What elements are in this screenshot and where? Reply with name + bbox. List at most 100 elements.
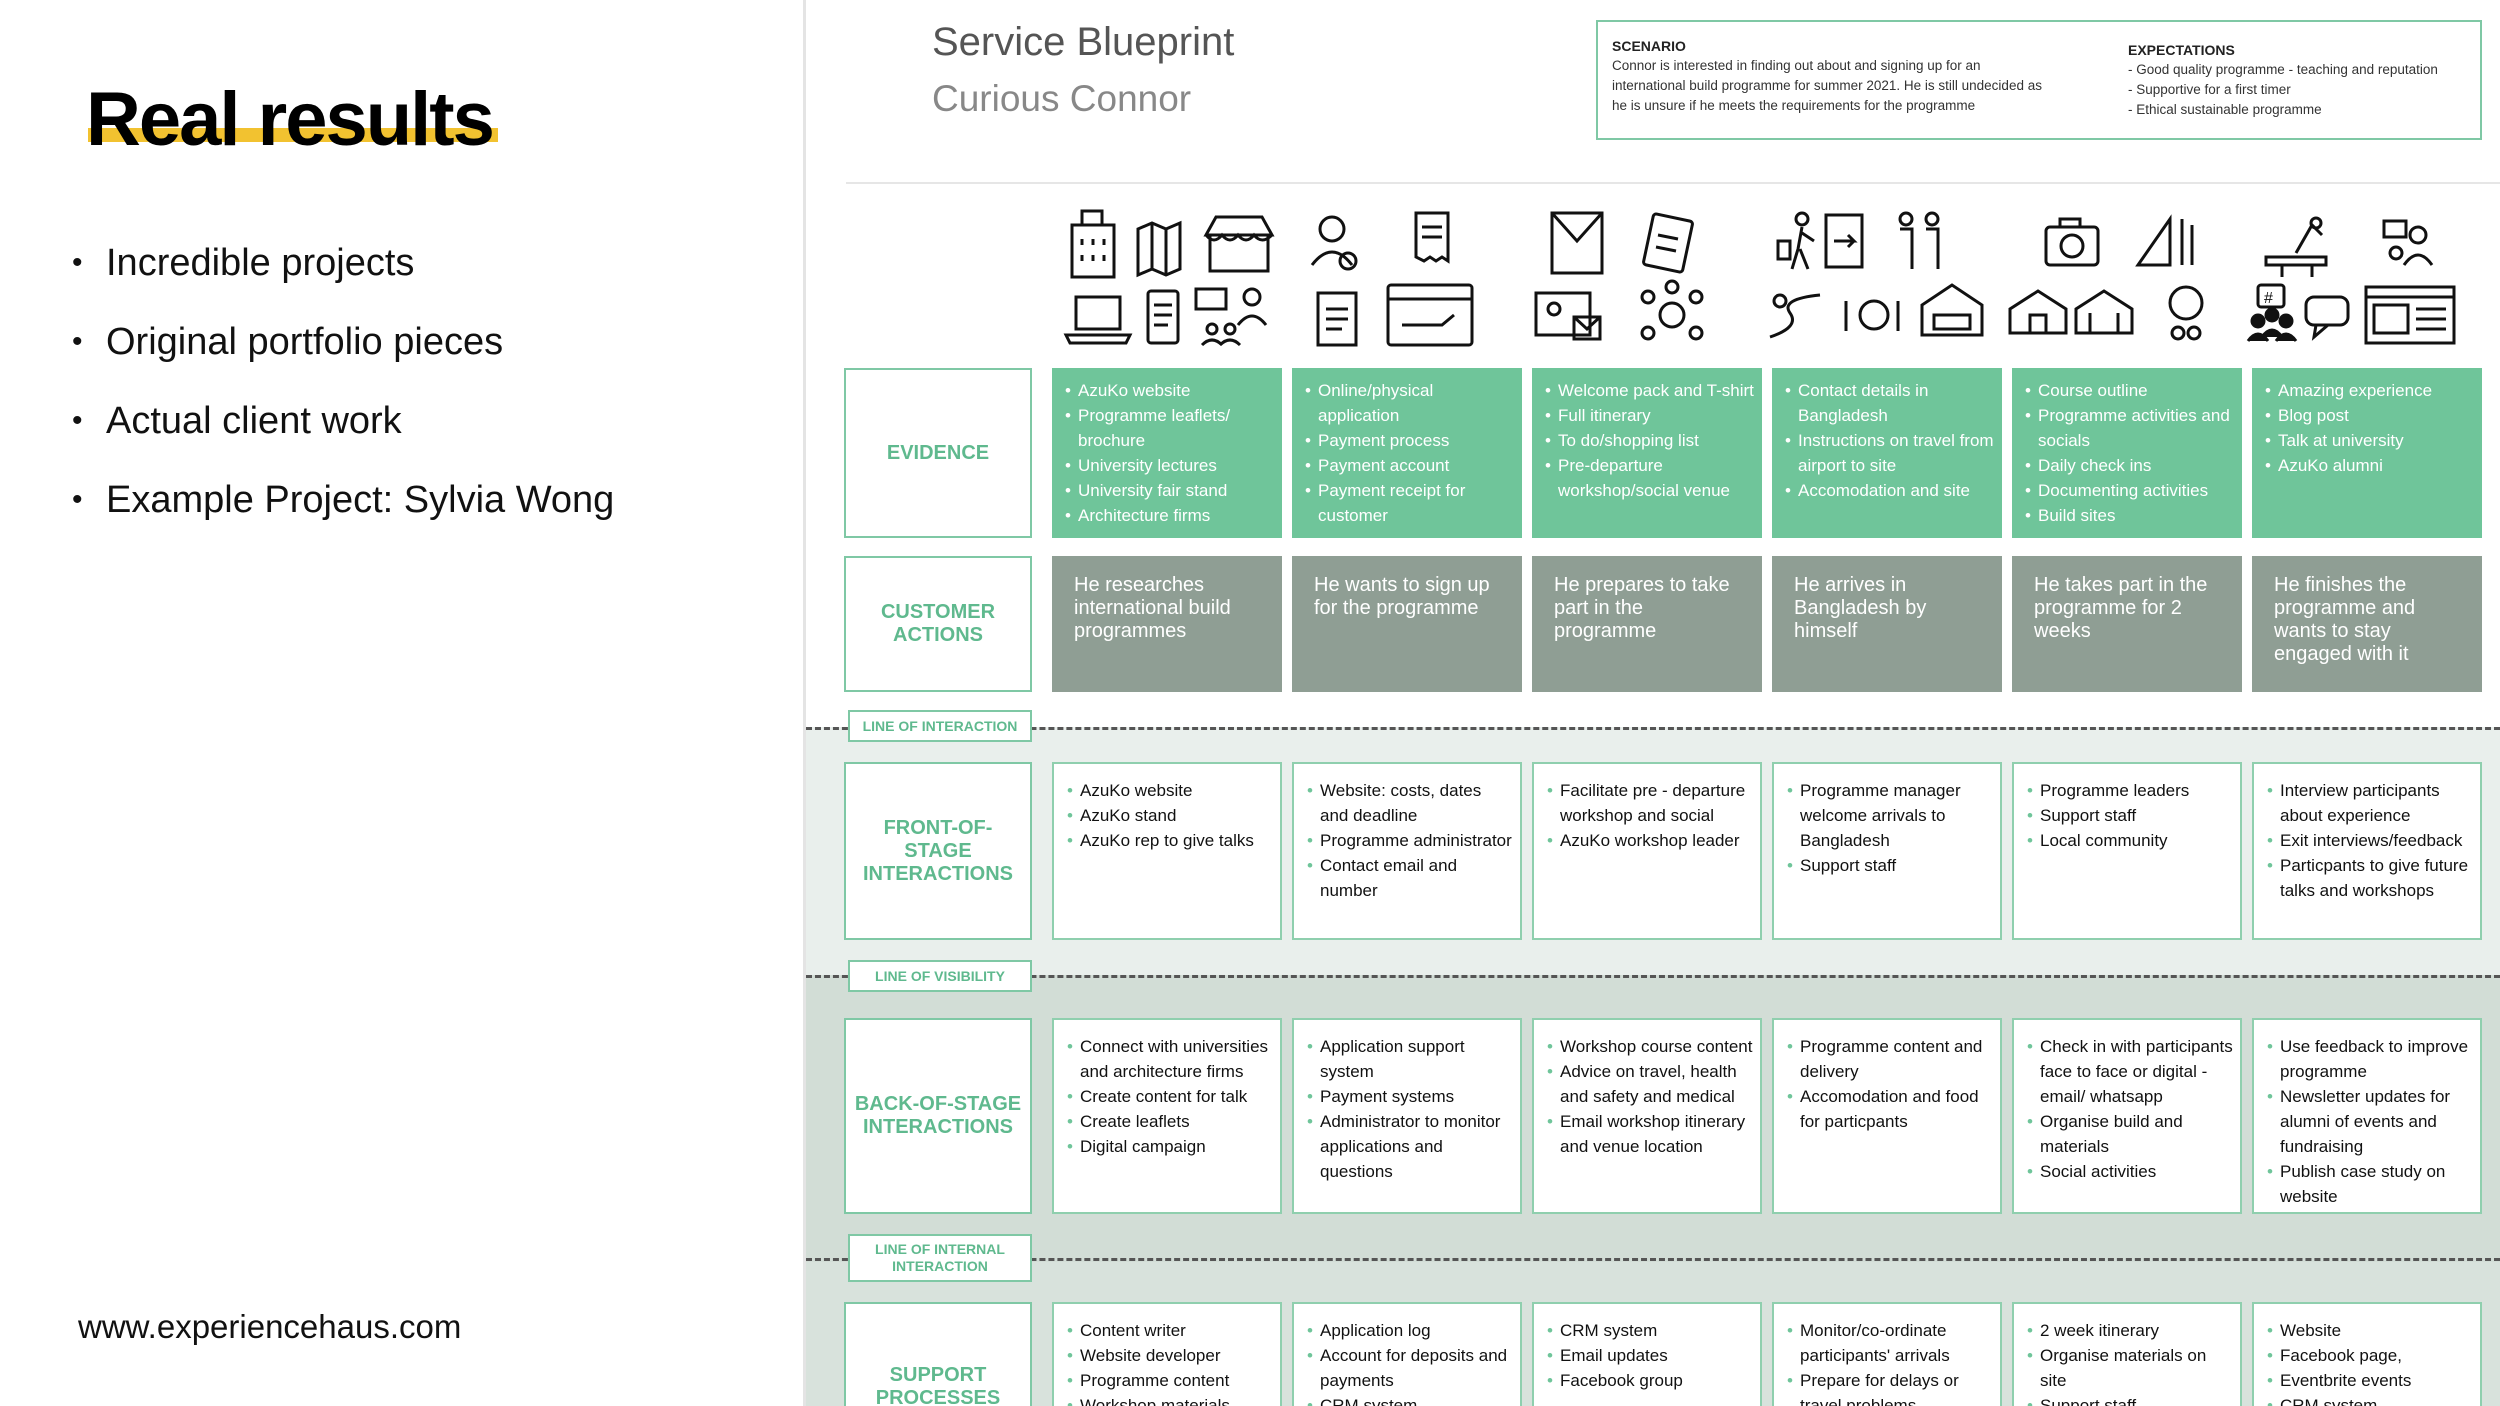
customer-action-text: He wants to sign up for the programme — [1314, 574, 1490, 619]
bullet-item: Example Project: Sylvia Wong — [72, 469, 614, 548]
cell-item: Programme content and delivery — [1784, 1034, 1994, 1084]
cell-item: Facebook page, — [2264, 1343, 2474, 1368]
people-icon — [1898, 211, 1940, 269]
front-stage-cell: Website: costs, dates and deadlineProgra… — [1292, 762, 1522, 940]
row-label-front-stage: FRONT-OF-STAGE INTERACTIONS — [844, 762, 1032, 940]
front-stage-cell: Programme manager welcome arrivals to Ba… — [1772, 762, 2002, 940]
evidence-cell: Amazing experienceBlog postTalk at unive… — [2252, 368, 2482, 538]
cell-list: Workshop course contentAdvice on travel,… — [1544, 1034, 1754, 1159]
envelope-icon — [1550, 211, 1604, 275]
cell-item: Email workshop itinerary and venue locat… — [1544, 1109, 1754, 1159]
cell-item: Create content for talk — [1064, 1084, 1274, 1109]
cell-item: Instructions on travel from airport to s… — [1782, 428, 1994, 478]
cell-item: Organise build and materials — [2024, 1109, 2234, 1159]
cell-item: Facilitate pre - departure workshop and … — [1544, 778, 1754, 828]
back-stage-cell: Workshop course contentAdvice on travel,… — [1532, 1018, 1762, 1214]
icon-group-participate — [2002, 205, 2230, 355]
row-label-evidence: EVIDENCE — [844, 368, 1032, 538]
customer-action-text: He finishes the programme and wants to s… — [2274, 574, 2416, 665]
cell-item: CRM system — [1304, 1393, 1514, 1406]
row-label-support: SUPPORT PROCESSES — [844, 1302, 1032, 1406]
cell-item: CRM system — [2264, 1393, 2474, 1406]
cell-list: Monitor/co-ordinate participants' arriva… — [1784, 1318, 1994, 1406]
cell-item: Online/physical application — [1302, 378, 1514, 428]
cell-item: Workshop course content — [1544, 1034, 1754, 1059]
cell-item: Facebook group — [1544, 1368, 1754, 1393]
cell-list: Content writerWebsite developerProgramme… — [1064, 1318, 1274, 1406]
cell-item: Monitor/co-ordinate participants' arriva… — [1784, 1318, 1994, 1368]
cell-item: Exit interviews/feedback — [2264, 828, 2474, 853]
cell-item: Payment process — [1302, 428, 1514, 453]
cell-item: University lectures — [1062, 453, 1274, 478]
house-icon — [2008, 289, 2068, 335]
cell-item: Programme content — [1064, 1368, 1274, 1393]
cell-list: Online/physical applicationPayment proce… — [1302, 378, 1514, 528]
cell-item: Build sites — [2022, 503, 2234, 528]
cell-item: Accomodation and food for particpants — [1784, 1084, 1994, 1134]
bullet-item: Incredible projects — [72, 232, 614, 311]
cell-item: Email updates — [1544, 1343, 1754, 1368]
cell-item: Programme administrator — [1304, 828, 1514, 853]
route-icon — [1769, 293, 1821, 339]
cell-item: To do/shopping list — [1542, 428, 1754, 453]
scenario-line: international build programme for summer… — [1612, 78, 2042, 93]
cell-item: Documenting activities — [2022, 478, 2234, 503]
market-stall-icon — [1203, 215, 1275, 273]
call-center-icon — [1310, 215, 1358, 271]
cell-item: Payment receipt for customer — [1302, 478, 1514, 528]
customer-actions-cell: He researches international build progra… — [1052, 556, 1282, 692]
cell-item: AzuKo website — [1062, 378, 1274, 403]
cell-list: Website: costs, dates and deadlineProgra… — [1304, 778, 1514, 903]
back-stage-cell: Application support systemPayment system… — [1292, 1018, 1522, 1214]
cell-list: WebsiteFacebook page,Eventbrite eventsCR… — [2264, 1318, 2474, 1406]
cell-list: Programme manager welcome arrivals to Ba… — [1784, 778, 1994, 878]
blueprint-title: Service Blueprint — [932, 20, 1235, 64]
chat-icon — [2304, 295, 2350, 341]
cell-list: Course outlineProgramme activities and s… — [2022, 378, 2234, 528]
card-payment-icon — [1386, 283, 1474, 347]
icon-group-research — [1056, 205, 1284, 355]
drafting-tools-icon — [2135, 214, 2194, 267]
customer-actions-cell: He finishes the programme and wants to s… — [2252, 556, 2482, 692]
scenario-section: SCENARIO Connor is interested in finding… — [1612, 36, 2042, 116]
cell-item: CRM system — [1544, 1318, 1754, 1343]
customer-action-text: He researches international build progra… — [1074, 574, 1231, 642]
clipboard-icon — [1642, 212, 1694, 274]
line-of-visibility — [806, 975, 2500, 978]
cell-item: Application log — [1304, 1318, 1514, 1343]
cell-item: Digital campaign — [1064, 1134, 1274, 1159]
cell-item: Workshop materials — [1064, 1393, 1274, 1406]
cell-item: Blog post — [2262, 403, 2474, 428]
customer-actions-cell: He takes part in the programme for 2 wee… — [2012, 556, 2242, 692]
evidence-cell: Contact details in BangladeshInstruction… — [1772, 368, 2002, 538]
cell-item: Application support system — [1304, 1034, 1514, 1084]
cell-list: CRM systemEmail updatesFacebook group — [1544, 1318, 1754, 1393]
cell-item: AzuKo workshop leader — [1544, 828, 1754, 853]
expectation-line: - Good quality programme - teaching and … — [2128, 62, 2438, 77]
cell-item: Eventbrite events — [2264, 1368, 2474, 1393]
cell-item: Programme leaders — [2024, 778, 2234, 803]
support-cell: 2 week itineraryOrganise materials on si… — [2012, 1302, 2242, 1406]
slide-left-panel: Real results Incredible projects Origina… — [0, 0, 800, 1406]
support-cell: Monitor/co-ordinate participants' arriva… — [1772, 1302, 2002, 1406]
cell-list: 2 week itineraryOrganise materials on si… — [2024, 1318, 2234, 1406]
website-url[interactable]: www.experiencehaus.com — [78, 1308, 462, 1345]
bullet-list: Incredible projects Original portfolio p… — [72, 232, 614, 548]
cell-item: AzuKo stand — [1064, 803, 1274, 828]
line-of-interaction — [806, 727, 2500, 730]
cell-item: Website developer — [1064, 1343, 1274, 1368]
row-label-back-stage: BACK-OF-STAGE INTERACTIONS — [844, 1018, 1032, 1214]
cell-item: Talk at university — [2262, 428, 2474, 453]
cell-item: Support staff — [2024, 803, 2234, 828]
customer-action-text: He arrives in Bangladesh by himself — [1794, 574, 1927, 642]
scenario-line: he is unsure if he meets the requirement… — [1612, 98, 1976, 113]
cell-item: Social activities — [2024, 1159, 2234, 1184]
receipt-icon — [1414, 211, 1450, 264]
cell-item: Payment systems — [1304, 1084, 1514, 1109]
scenario-box: SCENARIO Connor is interested in finding… — [1596, 20, 2482, 140]
evidence-cell: AzuKo websiteProgramme leaflets/ brochur… — [1052, 368, 1282, 538]
cell-list: Interview participants about experienceE… — [2264, 778, 2474, 903]
title-highlight — [88, 128, 498, 142]
customer-action-text: He takes part in the programme for 2 wee… — [2034, 574, 2208, 642]
laptop-icon — [1063, 295, 1133, 345]
